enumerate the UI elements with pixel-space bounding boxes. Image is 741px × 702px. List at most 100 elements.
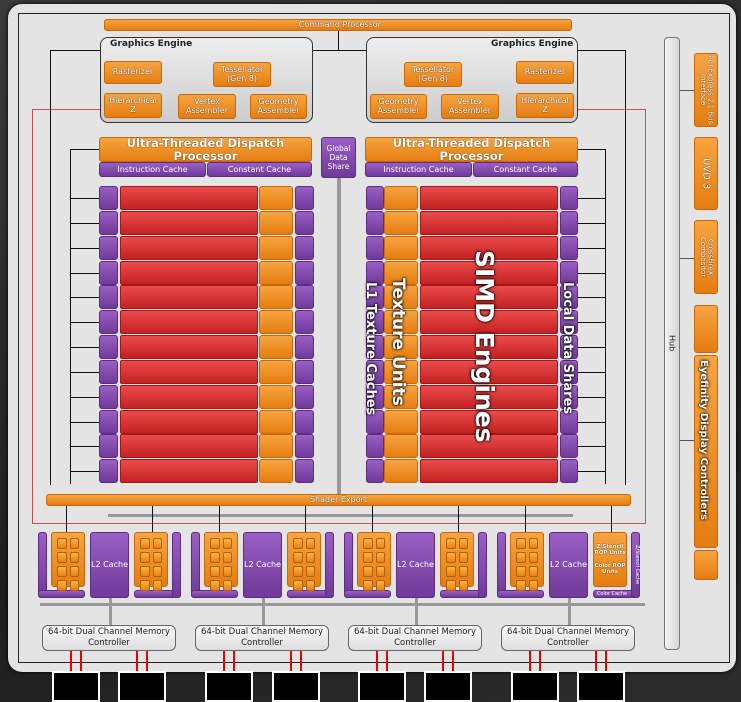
l1-texture-cache [99, 236, 118, 260]
local-data-share [295, 360, 314, 384]
local-data-share [295, 186, 314, 210]
local-data-share [560, 261, 578, 285]
texture-unit [384, 434, 418, 458]
l2-mc-link [568, 598, 571, 625]
simd-engine [120, 360, 258, 384]
geometry-assembler: Geometry Assembler [370, 94, 427, 119]
texture-unit [384, 459, 418, 483]
l1-texture-cache [99, 335, 118, 359]
row-link [578, 297, 605, 298]
l1-texture-cache [99, 360, 118, 384]
hierarchical-z: Hierarchical Z [516, 93, 574, 118]
row-link [578, 372, 605, 373]
row-link [578, 223, 605, 224]
texture-unit [259, 285, 293, 309]
bus-line-top [50, 50, 625, 51]
texture-unit [384, 310, 418, 334]
constant-cache: Constant Cache [473, 162, 578, 177]
export-link [305, 506, 306, 532]
hiz-line-left-top [32, 109, 100, 110]
display-controller [694, 550, 718, 580]
z-stencil-cache [631, 532, 640, 598]
texture-unit [384, 360, 418, 384]
texture-unit [259, 335, 293, 359]
export-link [219, 506, 220, 532]
rop-unit [357, 532, 391, 591]
memory-controller: 64-bit Dual Channel Memory Controller [195, 625, 329, 651]
l1-texture-caches-label: L1 Texture Caches [363, 282, 378, 416]
rop-unit [287, 532, 321, 591]
dispatch-line-left-top [70, 149, 100, 150]
rop-unit [51, 532, 85, 591]
arrow-down-icon [595, 651, 597, 671]
l1-texture-cache [366, 285, 384, 309]
command-processor: Command Processor [104, 19, 572, 31]
local-data-share [295, 310, 314, 334]
z-stencil-rop-label: Z/Stencil ROP Units [594, 544, 626, 557]
simd-engine [120, 310, 258, 334]
row-link [70, 347, 99, 348]
l2-mc-link [109, 598, 112, 625]
l2-mc-link [415, 598, 418, 625]
l1-texture-cache [99, 186, 118, 210]
texture-unit [259, 186, 293, 210]
row-link [70, 248, 99, 249]
constant-cache: Constant Cache [207, 162, 312, 177]
simd-engine [420, 459, 558, 483]
z-stencil-cache [191, 532, 200, 598]
row-link [70, 446, 99, 447]
local-data-share [560, 410, 578, 434]
memory-chip [511, 671, 559, 702]
l1-texture-cache [366, 211, 384, 235]
local-data-share [295, 211, 314, 235]
bus-line-left [50, 50, 51, 485]
export-link [372, 506, 373, 532]
arrow-down-icon [376, 651, 378, 671]
arrow-down-icon [529, 651, 531, 671]
row-link [70, 297, 99, 298]
arrow-up-icon [605, 651, 607, 671]
chip-border [18, 13, 730, 663]
hub: Hub [664, 37, 680, 650]
l1-texture-cache [366, 459, 384, 483]
arrow-up-icon [233, 651, 235, 671]
local-data-share [560, 360, 578, 384]
dispatch-line-right-top [578, 149, 606, 150]
bus-line-right [625, 50, 626, 485]
local-data-share [295, 459, 314, 483]
simd-engine [420, 310, 558, 334]
local-data-share [295, 285, 314, 309]
arrow-down-icon [223, 651, 225, 671]
l1-texture-cache [99, 211, 118, 235]
l2-bus-top [108, 514, 573, 517]
l1-texture-cache [99, 261, 118, 285]
l1-texture-cache [366, 236, 384, 260]
l1-texture-cache [99, 410, 118, 434]
color-rop-label: Color ROP Units [594, 562, 626, 575]
texture-unit [384, 236, 418, 260]
local-data-shares-label: Local Data Shares [560, 282, 575, 415]
local-data-share [295, 434, 314, 458]
simd-engine [120, 459, 258, 483]
export-link [152, 506, 153, 532]
local-data-share [560, 310, 578, 334]
global-data-share: Global Data Share [321, 137, 356, 178]
simd-engines-label: SIMD Engines [470, 250, 499, 443]
texture-unit [259, 310, 293, 334]
memory-chip [52, 671, 100, 702]
hub-label: Hub [667, 335, 677, 352]
simd-engine [120, 385, 258, 409]
l1-texture-cache [366, 335, 384, 359]
row-link [578, 422, 605, 423]
l1-texture-cache [99, 310, 118, 334]
arrow-down-icon [442, 651, 444, 671]
hierarchical-z: Hierarchical Z [104, 93, 162, 118]
local-data-share [560, 211, 578, 235]
hub-link [680, 440, 694, 441]
graphics-engine-title: Graphics Engine [110, 39, 193, 49]
local-data-share [560, 385, 578, 409]
row-link [70, 223, 99, 224]
row-link [578, 397, 605, 398]
row-link [70, 322, 99, 323]
simd-engine [420, 236, 558, 260]
